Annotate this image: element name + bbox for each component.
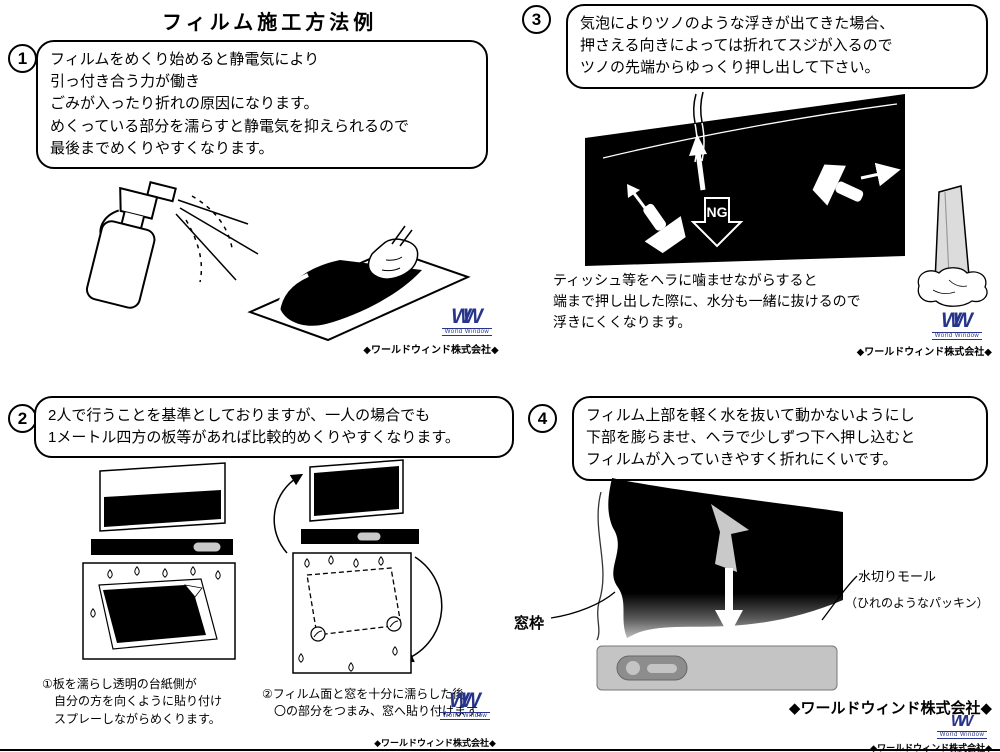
squeegee-silhouette <box>711 504 749 572</box>
company-name: ◆ワールドウィンド株式会社◆ <box>856 347 992 358</box>
step2-number: 2 <box>8 404 37 433</box>
company-name-footer: ◆ワールドウィンド株式会社◆ <box>788 700 992 717</box>
spray-bottle-icon <box>85 181 177 309</box>
door-panel <box>596 645 838 691</box>
ww-logo-icon: WW <box>451 305 483 328</box>
instruction-line: 最後までめくりやすくなります。 <box>50 139 274 157</box>
instruction-line: 引っ付き合う力が働き <box>50 73 201 91</box>
molding-pointer-line <box>821 575 858 621</box>
car-door-illustration <box>550 478 858 691</box>
page-bottom-rule <box>0 749 1000 751</box>
ng-arrow: NG <box>690 197 744 248</box>
note-line: 端まで押し出した際に、水分も一緒に抜けるので <box>553 293 861 309</box>
instruction-line: フィルム上部を軽く水を抜いて動かないようにし <box>586 407 915 424</box>
step1-number: 1 <box>8 44 37 73</box>
tinted-window <box>585 94 905 266</box>
tissue-squeegee <box>917 185 988 307</box>
company-name: ◆ワールドウィンド株式会社◆ <box>374 738 496 748</box>
squeegee-icon <box>643 203 686 254</box>
ng-label: NG <box>707 204 728 220</box>
company-name: ◆ワールドウィンド株式会社◆ <box>870 743 992 752</box>
step1-instructions: フィルムをめくり始めると静電気により 引っ付き合う力が働き ごみが入ったり折れの… <box>36 40 488 169</box>
molding-label: 水切りモール <box>858 569 937 584</box>
instruction-line: ごみが入ったり折れの原因になります。 <box>50 95 319 113</box>
step2-caption-1: ①板を濡らし透明の台紙側が 自分の方を向くように貼り付け スプレーしながらめくり… <box>42 676 222 728</box>
caption-line: 自分の方を向くように貼り付け <box>54 694 223 709</box>
pinch-point <box>310 626 326 642</box>
step3-note: ティッシュ等をヘラに噛ませながらすると 端まで押し出した際に、水分も一緒に抜ける… <box>553 270 861 333</box>
instruction-line: 押さえる向きによっては折れてスジが入るので <box>580 37 893 55</box>
note-line: ティッシュ等をヘラに噛ませながらすると <box>553 272 818 288</box>
frame-pointer-line <box>550 591 616 619</box>
board-step2 <box>273 459 443 674</box>
logo-subtext: World Window <box>931 332 983 340</box>
hand-icon <box>367 225 419 280</box>
ww-logo-icon: WW <box>449 689 481 712</box>
film-sheet <box>247 248 471 342</box>
logo-subtext: World Window <box>441 328 493 336</box>
step3-number: 3 <box>522 5 551 34</box>
step2-caption-2: ②フィルム面と窓を十分に濡らした後 〇の部分をつまみ、窓へ貼り付けます。 <box>262 686 489 721</box>
window-frame-label: 窓枠 <box>514 615 545 632</box>
squeegee-icon <box>812 164 864 206</box>
instruction-line: 2人で行うことを基準としておりますが、一人の場合でも <box>48 407 431 424</box>
worldwind-logo: WW World Window <box>928 310 986 340</box>
instruction-line: 下部を膨らませ、ヘラで少しずつ下へ押し込むと <box>586 429 916 447</box>
board-step1 <box>82 462 236 660</box>
instruction-line: フィルムをめくり始めると静電気により <box>50 51 320 68</box>
note-line: 浮きにくくなります。 <box>553 314 692 330</box>
caption-line: 〇の部分をつまみ、窓へ貼り付けます。 <box>274 704 489 719</box>
bubble-push-illustration: NG <box>585 91 988 307</box>
caption-line: ②フィルム面と窓を十分に濡らした後 <box>262 687 465 701</box>
window-frame-line <box>596 491 604 641</box>
molding-sublabel: （ひれのようなパッキン） <box>845 596 989 610</box>
caption-line: スプレーしながらめくります。 <box>54 711 221 726</box>
step4-instructions: フィルム上部を軽く水を抜いて動かないようにし 下部を膨らませ、ヘラで少しずつ下へ… <box>572 396 988 481</box>
spray-peel-illustration <box>85 181 471 342</box>
worldwind-logo: WW World Window <box>438 306 496 336</box>
worldwind-logo: WW World Window <box>436 690 494 720</box>
page-title: フィルム施工方法例 <box>162 12 378 34</box>
instruction-line: 1メートル四方の板等があれば比較的めくりやすくなります。 <box>48 429 460 447</box>
instruction-line: 気泡によりツノのような浮きが出てきた場合、 <box>580 15 895 32</box>
pinch-point <box>386 616 402 632</box>
spray-mist <box>175 195 259 283</box>
caption-line: ①板を濡らし透明の台紙側が <box>42 677 197 691</box>
instruction-line: フィルムが入っていきやすく折れにくいです。 <box>586 451 898 469</box>
company-name: ◆ワールドウィンド株式会社◆ <box>363 345 499 356</box>
instruction-line: ツノの先端からゆっくり押し出して下さい。 <box>580 59 880 77</box>
worldwind-logo: WW World Window <box>936 713 988 739</box>
logo-subtext: World Window <box>936 731 988 739</box>
step2-instructions: 2人で行うことを基準としておりますが、一人の場合でも 1メートル四方の板等があれ… <box>34 396 514 459</box>
step3-instructions: 気泡によりツノのような浮きが出てきた場合、 押さえる向きによっては折れてスジが入… <box>566 4 988 89</box>
step4-number: 4 <box>528 404 557 433</box>
logo-subtext: World Window <box>439 712 491 720</box>
ww-logo-icon: WW <box>950 713 974 730</box>
instruction-line: めくっている部分を濡らすと静電気を抑えられるので <box>50 117 409 135</box>
ww-logo-icon: WW <box>941 309 973 332</box>
board-method-illustration <box>82 459 443 674</box>
